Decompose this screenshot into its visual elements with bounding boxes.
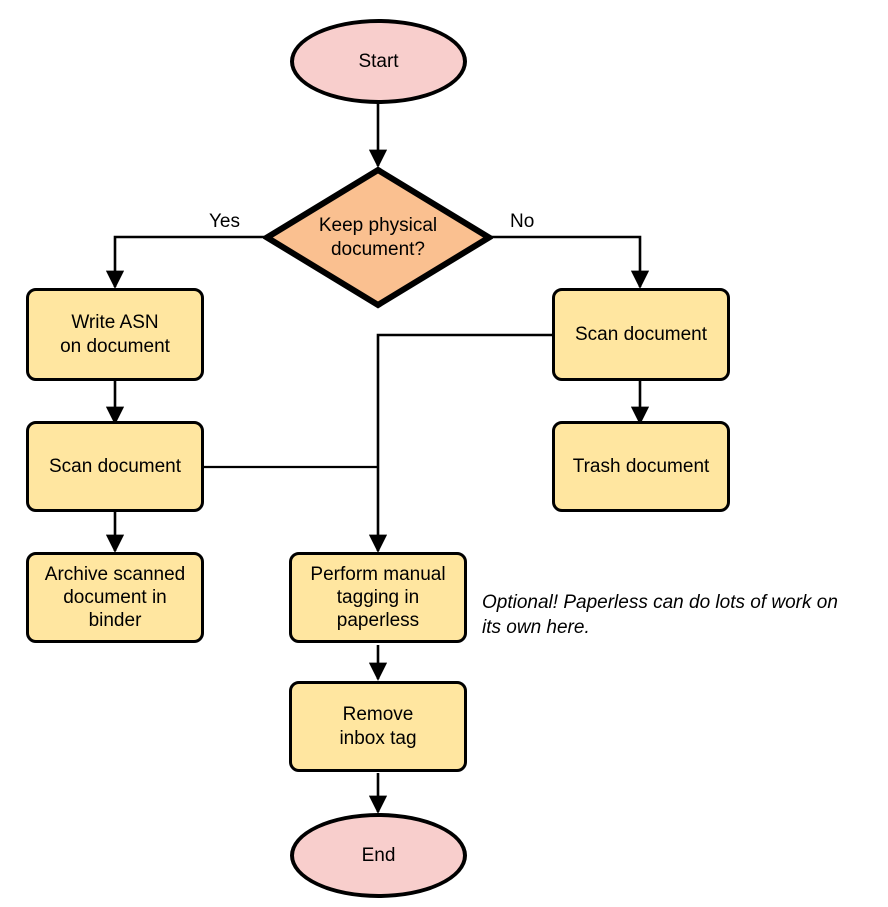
node-end-label: End (361, 844, 396, 866)
node-decision-keep-physical-document[interactable]: Keep physical document? (263, 166, 493, 309)
node-write-asn-label: Write ASN on document (60, 312, 170, 357)
node-end[interactable]: End (290, 813, 467, 898)
node-decision-label: Keep physical document? (318, 215, 438, 260)
node-scan-document-right[interactable]: Scan document (552, 288, 730, 381)
node-trash-label: Trash document (572, 455, 710, 477)
diamond-shape (263, 166, 493, 309)
annotation-line-2: its own here. (482, 617, 590, 639)
node-scan-document-left-label: Scan document (48, 455, 182, 477)
node-start-label: Start (358, 50, 399, 72)
node-remove-inbox-tag[interactable]: Remove inbox tag (289, 681, 467, 772)
node-write-asn-on-document[interactable]: Write ASN on document (26, 288, 204, 381)
edge-decision-no-to-scan-right (491, 235, 650, 289)
edge-decision-yes-to-write-asn (105, 235, 265, 289)
node-scan-document-left[interactable]: Scan document (26, 421, 204, 512)
node-scan-document-right-label: Scan document (574, 323, 708, 345)
node-start[interactable]: Start (290, 19, 467, 104)
node-archive-scanned-document[interactable]: Archive scanned document in binder (26, 552, 204, 643)
node-tagging-label: Perform manual tagging in paperless (310, 563, 446, 632)
edge-label-no: No (510, 211, 535, 232)
node-trash-document[interactable]: Trash document (552, 421, 730, 512)
annotation-note: Optional! Paperless can do lots of work … (482, 590, 882, 641)
edge-label-yes: Yes (209, 211, 240, 232)
node-archive-label: Archive scanned document in binder (44, 563, 186, 632)
node-remove-inbox-label: Remove inbox tag (339, 704, 417, 749)
node-perform-manual-tagging[interactable]: Perform manual tagging in paperless (289, 552, 467, 643)
annotation-line-1: Optional! Paperless can do lots of work … (482, 592, 838, 613)
edge-scan-right-to-tagging (368, 333, 552, 553)
